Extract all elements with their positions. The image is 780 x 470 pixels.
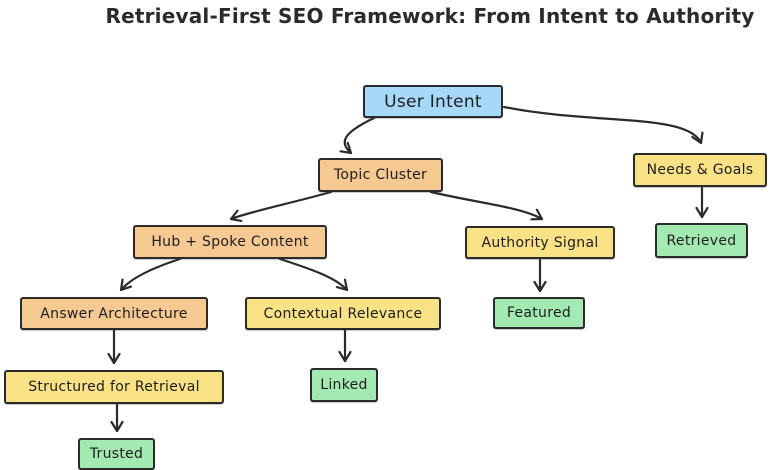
node-label: Hub + Spoke Content xyxy=(151,234,309,250)
node-label: Topic Cluster xyxy=(333,167,428,183)
node-label: Retrieved xyxy=(666,232,737,249)
edge-hub-spoke-to-answer-architecture xyxy=(119,257,182,292)
node-label: Answer Architecture xyxy=(40,305,188,322)
node-answer-architecture: Answer Architecture xyxy=(20,297,208,330)
node-label: Featured xyxy=(506,305,572,321)
node-label: Authority Signal xyxy=(481,234,599,251)
node-label: Linked xyxy=(320,377,368,393)
node-topic-cluster: Topic Cluster xyxy=(318,158,443,192)
node-needs-goals: Needs & Goals xyxy=(633,153,767,187)
node-hub-spoke: Hub + Spoke Content xyxy=(133,225,327,259)
diagram-title: Retrieval-First SEO Framework: From Inte… xyxy=(105,4,755,28)
edge-user-intent-to-needs-goals xyxy=(502,105,704,145)
node-linked: Linked xyxy=(310,368,378,402)
node-label: Needs & Goals xyxy=(646,162,754,178)
edge-user-intent-to-topic-cluster xyxy=(339,116,376,155)
node-user-intent: User Intent xyxy=(363,85,503,118)
node-label: User Intent xyxy=(384,91,482,112)
node-contextual-relevance: Contextual Relevance xyxy=(245,297,441,330)
node-authority-signal: Authority Signal xyxy=(465,226,615,259)
node-trusted: Trusted xyxy=(78,438,155,470)
node-label: Trusted xyxy=(89,446,144,462)
edge-hub-spoke-to-contextual-relevance xyxy=(278,257,349,292)
node-featured: Featured xyxy=(493,297,585,329)
edge-topic-cluster-to-authority-signal xyxy=(429,190,544,221)
node-retrieved: Retrieved xyxy=(655,223,748,258)
node-label: Contextual Relevance xyxy=(263,305,423,322)
node-label: Structured for Retrieval xyxy=(28,379,200,395)
node-structured-retrieval: Structured for Retrieval xyxy=(4,370,224,404)
edge-topic-cluster-to-hub-spoke xyxy=(229,190,333,223)
